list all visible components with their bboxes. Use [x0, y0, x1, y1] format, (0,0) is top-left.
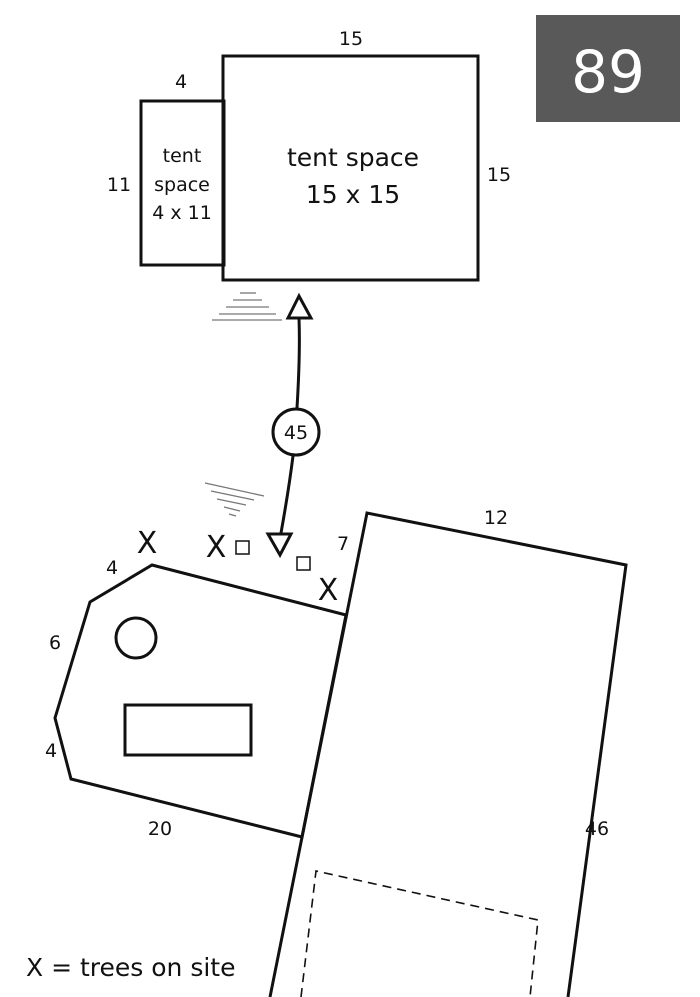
path-distance-circle [271, 407, 321, 457]
picnic-pad-right-dimension: 7 [337, 533, 349, 555]
picnic-pad-bottom-dimension: 20 [148, 818, 172, 840]
tent-space-large: tent space 15 x 15 15 15 [221, 28, 511, 282]
walking-path: 45 [265, 292, 321, 559]
parking-spur-top-dimension: 12 [484, 507, 508, 529]
tent-space-small-label-line1: tent [163, 145, 202, 167]
post-marker [296, 556, 311, 571]
parking-space-outline [300, 870, 539, 997]
slope-marks-lower [204, 482, 265, 517]
parking-spur-outline [268, 511, 628, 997]
parking-spur-right-dimension: 46 [585, 818, 609, 840]
picnic-pad: 4 6 4 20 7 [45, 533, 349, 840]
tent-space-small-label-line2: space [154, 174, 210, 196]
path-arrow-up-icon [285, 292, 314, 320]
tree-marker: X [318, 573, 339, 608]
tent-space-large-outline [221, 54, 480, 282]
trees: X X X [137, 526, 339, 608]
tent-space-small-top-dimension: 4 [175, 71, 187, 93]
legend: X = trees on site [26, 953, 235, 982]
path-arrow-down-icon [265, 532, 294, 559]
post-marker [235, 540, 250, 555]
tent-space-large-label-line2: 15 x 15 [306, 180, 400, 209]
fire-ring-icon [114, 616, 158, 660]
tent-space-small: tent space 4 x 11 4 11 [107, 71, 226, 267]
tent-space-large-label-line1: tent space [287, 143, 419, 172]
picnic-pad-outline [53, 563, 348, 839]
picnic-pad-top-dimension: 4 [106, 557, 118, 579]
site-number-badge: 89 [536, 15, 680, 122]
path-line-lower [279, 455, 295, 534]
path-distance-label: 45 [284, 422, 308, 444]
tent-space-large-top-dimension: 15 [339, 28, 363, 50]
tent-space-small-label-line3: 4 x 11 [152, 202, 212, 224]
tree-marker: X [206, 530, 227, 565]
site-number-badge-bg [536, 15, 680, 122]
site-number: 89 [571, 38, 645, 106]
path-line-upper [295, 317, 301, 409]
picnic-pad-left-upper-dimension: 6 [49, 632, 61, 654]
parking-spur: 12 46 [268, 507, 628, 997]
picnic-table-icon [123, 703, 253, 757]
slope-marks-upper [212, 292, 282, 321]
tent-space-large-right-dimension: 15 [487, 164, 511, 186]
tree-marker: X [137, 526, 158, 561]
picnic-pad-left-lower-dimension: 4 [45, 740, 57, 762]
tent-space-small-left-dimension: 11 [107, 174, 131, 196]
